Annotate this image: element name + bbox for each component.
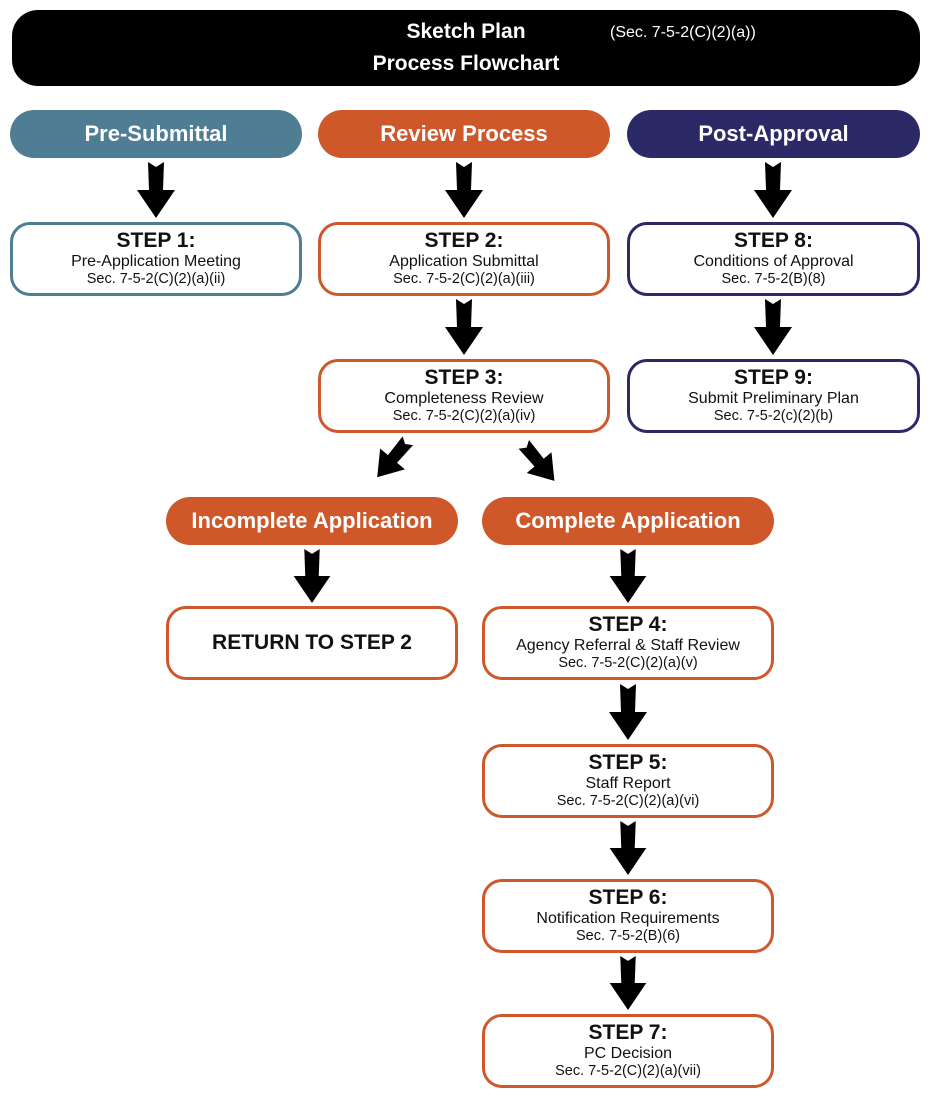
step-5-box: STEP 5: Staff Report Sec. 7-5-2(C)(2)(a)…	[482, 744, 774, 818]
step-2-section: Sec. 7-5-2(C)(2)(a)(iii)	[393, 271, 535, 287]
step-7-title: STEP 7:	[588, 1021, 668, 1044]
step-9-box: STEP 9: Submit Preliminary Plan Sec. 7-5…	[627, 359, 920, 433]
arrow-down-icon	[609, 821, 647, 875]
arrow-down-icon	[445, 299, 483, 355]
step-5-section: Sec. 7-5-2(C)(2)(a)(vi)	[556, 793, 700, 809]
title-bar: Sketch Plan Process Flowchart (Sec. 7-5-…	[12, 10, 920, 86]
step-8-title: STEP 8:	[734, 229, 813, 252]
arrow-down-icon	[137, 162, 175, 218]
step-7-box: STEP 7: PC Decision Sec. 7-5-2(C)(2)(a)(…	[482, 1014, 774, 1088]
branch-complete-application: Complete Application	[482, 497, 774, 545]
step-6-box: STEP 6: Notification Requirements Sec. 7…	[482, 879, 774, 953]
step-8-name: Conditions of Approval	[693, 253, 854, 270]
step-1-box: STEP 1: Pre-Application Meeting Sec. 7-5…	[10, 222, 302, 296]
step-1-name: Pre-Application Meeting	[71, 253, 241, 270]
step-4-box: STEP 4: Agency Referral & Staff Review S…	[482, 606, 774, 680]
arrow-down-icon	[754, 162, 792, 218]
step-1-title: STEP 1:	[116, 229, 196, 252]
phase-pre-submittal: Pre-Submittal	[10, 110, 302, 158]
step-5-name: Staff Report	[585, 775, 671, 792]
step-9-name: Submit Preliminary Plan	[688, 390, 859, 407]
return-to-step-2-box: RETURN TO STEP 2	[166, 606, 458, 680]
step-9-section: Sec. 7-5-2(c)(2)(b)	[713, 408, 834, 424]
phase-post-approval: Post-Approval	[627, 110, 920, 158]
step-6-title: STEP 6:	[588, 886, 668, 909]
branch-incomplete-application: Incomplete Application	[166, 497, 458, 545]
arrow-down-right-icon	[518, 440, 555, 481]
step-5-title: STEP 5:	[588, 751, 668, 774]
phase-review-process: Review Process	[318, 110, 610, 158]
step-6-section: Sec. 7-5-2(B)(6)	[576, 928, 680, 944]
step-2-name: Application Submittal	[389, 253, 539, 270]
step-3-name: Completeness Review	[384, 390, 544, 407]
arrow-down-icon	[754, 299, 792, 355]
step-4-section: Sec. 7-5-2(C)(2)(a)(v)	[558, 655, 698, 671]
arrow-down-icon	[293, 549, 331, 603]
arrow-down-icon	[609, 549, 647, 603]
step-8-box: STEP 8: Conditions of Approval Sec. 7-5-…	[627, 222, 920, 296]
step-8-section: Sec. 7-5-2(B)(8)	[721, 271, 826, 287]
title-section-reference: (Sec. 7-5-2(C)(2)(a))	[610, 24, 756, 41]
step-4-name: Agency Referral & Staff Review	[516, 637, 740, 654]
arrow-down-icon	[445, 162, 483, 218]
step-3-section: Sec. 7-5-2(C)(2)(a)(iv)	[392, 408, 536, 424]
step-3-title: STEP 3:	[424, 366, 504, 389]
step-4-title: STEP 4:	[588, 613, 668, 636]
step-7-name: PC Decision	[583, 1045, 673, 1062]
step-2-title: STEP 2:	[424, 229, 504, 252]
title-line-1: Sketch Plan	[406, 20, 526, 43]
arrow-down-left-icon	[377, 436, 414, 478]
title-line-2: Process Flowchart	[372, 52, 560, 75]
arrow-down-icon	[609, 956, 647, 1010]
step-6-name: Notification Requirements	[536, 910, 720, 927]
step-7-section: Sec. 7-5-2(C)(2)(a)(vii)	[555, 1063, 701, 1079]
arrow-down-icon	[609, 684, 647, 740]
return-to-step-2-label: RETURN TO STEP 2	[212, 631, 412, 654]
step-1-section: Sec. 7-5-2(C)(2)(a)(ii)	[86, 271, 226, 287]
step-9-title: STEP 9:	[734, 366, 813, 389]
step-3-box: STEP 3: Completeness Review Sec. 7-5-2(C…	[318, 359, 610, 433]
step-2-box: STEP 2: Application Submittal Sec. 7-5-2…	[318, 222, 610, 296]
